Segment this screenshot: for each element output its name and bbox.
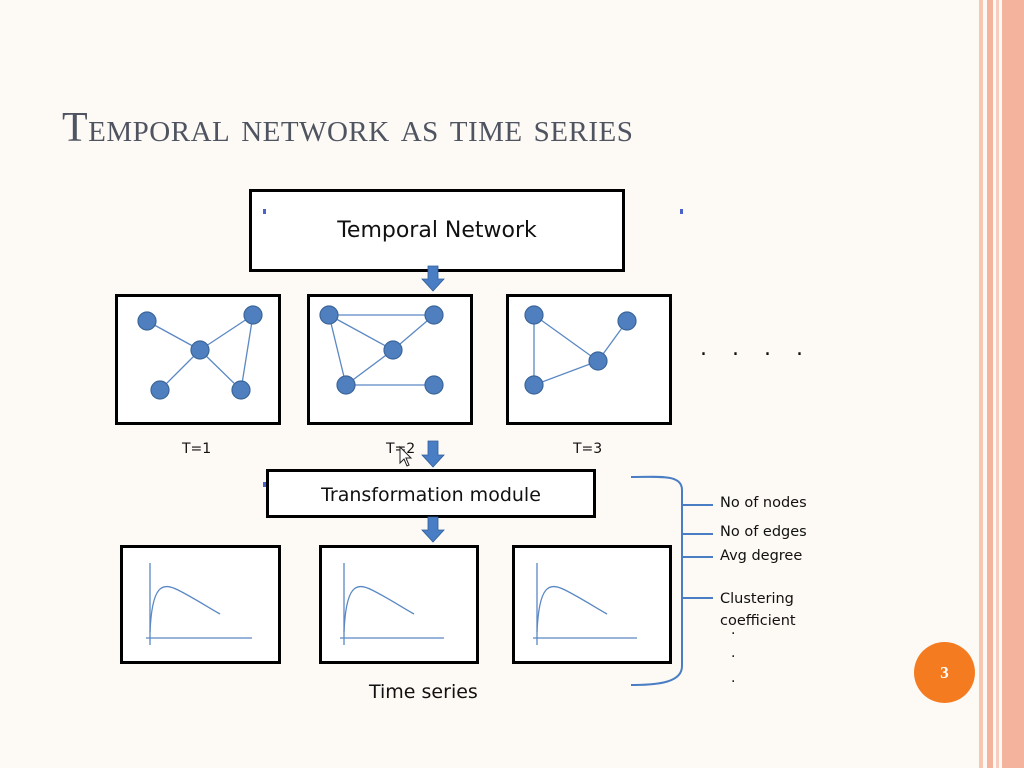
transformation-module-label: Transformation module — [321, 484, 541, 506]
decor-bar-2 — [987, 0, 993, 768]
transformation-module-box: Transformation module — [266, 469, 596, 518]
decor-bar-3 — [996, 0, 999, 768]
metric-avg-degree: Avg degree — [720, 548, 803, 564]
metric-clustering: Clustering coefficient — [720, 591, 796, 629]
metrics-bracket — [630, 475, 713, 686]
down-arrow-icon — [421, 440, 445, 468]
slide-title: Temporal network as time series — [62, 105, 634, 151]
decor-bar-4 — [1002, 0, 1024, 768]
decor-bar-1 — [979, 0, 983, 768]
time-series-caption: Time series — [369, 681, 478, 703]
temporal-network-box: Temporal Network — [249, 189, 625, 272]
mini-plot-1 — [146, 563, 252, 645]
time-label-t1: T=1 — [182, 441, 212, 457]
page-number-badge: 3 — [914, 642, 975, 703]
temporal-network-label: Temporal Network — [337, 218, 537, 243]
down-arrow-icon — [421, 516, 445, 543]
selection-handle — [680, 209, 683, 214]
time-series-plot-1 — [120, 545, 281, 664]
continuation-dots: . . . . — [700, 336, 812, 361]
metric-more-dot: . — [731, 622, 736, 638]
metric-edges: No of edges — [720, 524, 807, 540]
selection-handle — [263, 209, 266, 214]
network-snapshot-t2 — [307, 294, 473, 425]
mini-plot-3 — [533, 563, 637, 645]
network-graph-t2 — [319, 305, 444, 395]
mouse-cursor-icon — [399, 445, 413, 467]
network-graph-t3 — [524, 305, 637, 395]
selection-handle — [263, 482, 266, 487]
metric-nodes: No of nodes — [720, 495, 807, 511]
metric-more-dot: . — [731, 645, 736, 661]
down-arrow-icon — [421, 265, 445, 292]
metric-more-dot: . — [731, 670, 736, 686]
network-graph-t1 — [137, 305, 263, 400]
time-label-t3: T=3 — [573, 441, 603, 457]
mini-plot-2 — [340, 563, 444, 645]
